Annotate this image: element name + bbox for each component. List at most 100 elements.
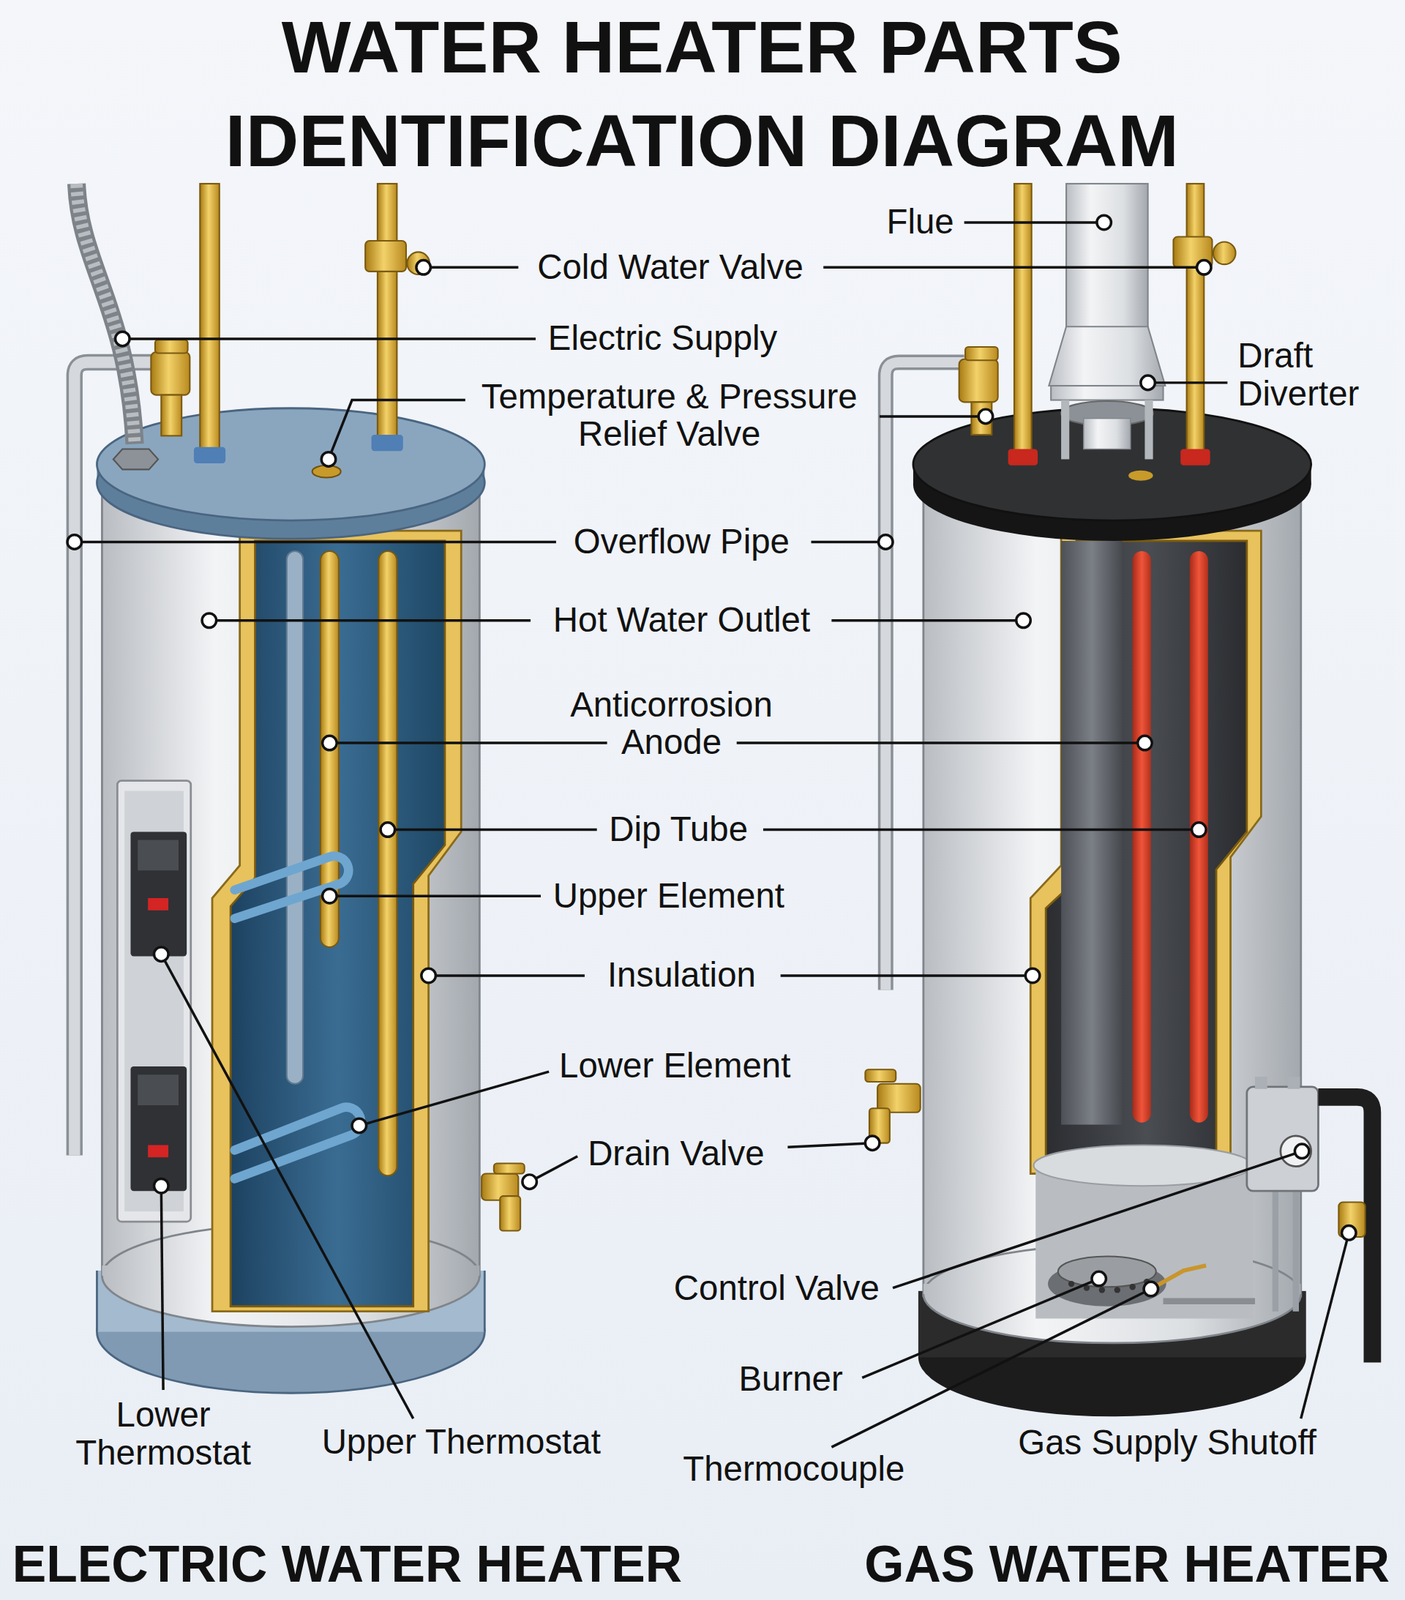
leader-dots-part bbox=[878, 534, 894, 550]
gas-heater-part-part bbox=[1129, 1283, 1136, 1290]
leader-lines-part bbox=[423, 266, 519, 269]
leader-lines-part bbox=[823, 266, 1204, 269]
electric-heater-part bbox=[147, 897, 169, 911]
leader-lines-part bbox=[831, 619, 1024, 622]
leader-lines-part bbox=[736, 741, 1146, 744]
leader-dots-part bbox=[978, 409, 994, 424]
gas-heater-part bbox=[864, 1069, 896, 1082]
gas-heater-part bbox=[1180, 449, 1210, 466]
part-label: Anticorrosion Anode bbox=[538, 684, 805, 762]
gas-heater-part bbox=[1254, 1076, 1268, 1089]
leader-dots-part bbox=[1096, 215, 1112, 230]
leader-dots-part bbox=[322, 888, 338, 904]
gas-heater-part bbox=[1246, 1086, 1319, 1191]
part-label: Cold Water Valve bbox=[466, 248, 875, 287]
leader-lines-part bbox=[359, 1071, 549, 1126]
gas-heater-part bbox=[1275, 1188, 1296, 1311]
part-label: Gas Supply Shutoff bbox=[973, 1424, 1362, 1463]
electric-heater-part bbox=[286, 551, 303, 1084]
electric-heater-part bbox=[137, 1074, 179, 1105]
gas-heater-part bbox=[1287, 1076, 1301, 1089]
gas-heater-part bbox=[1061, 400, 1070, 460]
electric-heater-part bbox=[160, 395, 182, 437]
electric-heater-part bbox=[193, 447, 226, 464]
leader-dots-part bbox=[322, 735, 338, 751]
electric-heater-part bbox=[155, 339, 189, 353]
gas-heater-part bbox=[1066, 183, 1149, 332]
part-label: Drain Valve bbox=[587, 1134, 833, 1174]
leader-lines-part bbox=[892, 1151, 1302, 1288]
gas-heater-part bbox=[1151, 1265, 1206, 1289]
gas-heater-part bbox=[1061, 540, 1123, 1125]
leader-dots-part bbox=[1091, 1271, 1107, 1286]
part-label: Dip Tube bbox=[556, 810, 802, 849]
leader-dots-part bbox=[421, 968, 437, 983]
leader-lines-part bbox=[810, 540, 886, 543]
leader-lines-part bbox=[329, 894, 541, 897]
part-label: Burner bbox=[688, 1360, 893, 1399]
gas-heater-part-part bbox=[1099, 1286, 1105, 1293]
gas-heater-part bbox=[1128, 470, 1153, 481]
gas-heater-part bbox=[1045, 540, 1247, 1169]
electric-heater-part bbox=[150, 351, 190, 396]
part-label: Electric Supply bbox=[548, 319, 885, 358]
electric-heater-part bbox=[147, 1144, 169, 1157]
part-label: Lower Element bbox=[559, 1047, 865, 1086]
leader-lines-part bbox=[787, 1143, 873, 1148]
leader-dots-part bbox=[1137, 735, 1153, 751]
part-label: Control Valve bbox=[573, 1269, 880, 1308]
electric-heater-part bbox=[483, 1270, 486, 1332]
electric-heater-part bbox=[96, 408, 485, 521]
electric-heater-part bbox=[230, 540, 445, 1307]
leader-dots-part bbox=[380, 822, 396, 838]
heater-type-label: GAS WATER HEATER bbox=[757, 1535, 1390, 1593]
part-label: Temperature & Pressure Relief Valve bbox=[444, 376, 895, 453]
part-label: Hot Water Outlet bbox=[507, 601, 855, 640]
part-label: Upper Thermostat bbox=[297, 1422, 625, 1461]
diagram-title: WATER HEATER PARTS IDENTIFICATION DIAGRA… bbox=[90, 0, 1315, 189]
part-label: Draft Diverter bbox=[1237, 336, 1401, 413]
electric-heater-part bbox=[234, 856, 350, 919]
leader-dots-part bbox=[154, 1178, 170, 1193]
leader-dots-part bbox=[522, 1174, 538, 1190]
leader-dots-part bbox=[1342, 1225, 1357, 1241]
leader-lines-part bbox=[780, 973, 1033, 977]
electric-heater-part bbox=[117, 780, 191, 1222]
leader-dots-part bbox=[1294, 1143, 1310, 1159]
leader-lines-part bbox=[387, 828, 598, 831]
leader-dots-part bbox=[1140, 375, 1156, 391]
electric-heater-part bbox=[493, 1163, 525, 1174]
gas-heater-part bbox=[1083, 418, 1131, 450]
gas-heater-part bbox=[1132, 551, 1152, 1123]
leader-dots-part bbox=[1025, 968, 1040, 983]
leader-lines-part bbox=[74, 540, 557, 543]
part-label: Upper Element bbox=[553, 876, 860, 915]
electric-heater-part bbox=[74, 362, 156, 1155]
leader-dots-part bbox=[1143, 1281, 1159, 1296]
gas-heater-part bbox=[1144, 400, 1153, 460]
gas-heater-part bbox=[1030, 530, 1261, 1174]
electric-heater-part bbox=[130, 1066, 187, 1191]
gas-heater-part bbox=[1035, 1163, 1253, 1319]
electric-heater-part bbox=[234, 1107, 361, 1179]
leader-lines-part bbox=[879, 414, 986, 418]
leader-lines-part bbox=[862, 1278, 1099, 1378]
leader-dots-part bbox=[115, 331, 131, 347]
leader-dots-part bbox=[864, 1135, 880, 1151]
leader-lines-part bbox=[328, 400, 466, 460]
leader-lines-part bbox=[428, 973, 585, 977]
leader-lines-part bbox=[122, 337, 536, 340]
electric-heater-part bbox=[76, 183, 135, 445]
gas-heater-part bbox=[1058, 1255, 1157, 1287]
leader-dots-part bbox=[67, 534, 82, 550]
gas-heater-part bbox=[1280, 1135, 1312, 1167]
electric-heater-part bbox=[212, 530, 462, 1312]
leader-dots-part bbox=[1197, 260, 1212, 276]
leader-lines-part bbox=[160, 954, 413, 1419]
leader-lines-part bbox=[1148, 381, 1228, 384]
part-label: Lower Thermostat bbox=[56, 1395, 271, 1472]
gas-heater-part bbox=[1213, 241, 1236, 265]
electric-heater-part bbox=[365, 240, 407, 272]
